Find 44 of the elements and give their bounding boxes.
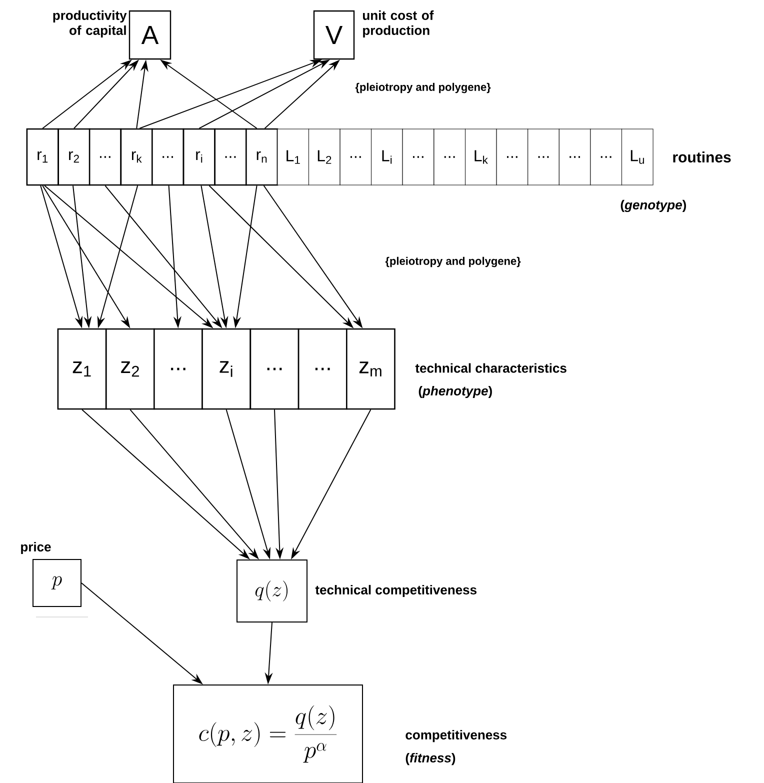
annotation: {pleiotropy and polygene} [355, 82, 491, 94]
routine-cell: ... [214, 128, 247, 186]
annotation: competitiveness [406, 730, 507, 742]
characteristic-cell: ... [298, 328, 348, 410]
annotation: unit cost of production [363, 10, 434, 38]
routine-cell: ... [528, 128, 560, 186]
letter-box: A [128, 10, 172, 60]
variable-box: $q(z)$ [236, 560, 308, 622]
routine-cell: r$_{k}$ [120, 128, 153, 186]
routine-cell: r$_{n}$ [246, 128, 278, 186]
annotation: {pleiotropy and polygene} [385, 256, 521, 268]
annotation: price [21, 542, 51, 554]
characteristic-cell: z$_{1}$ [57, 328, 107, 410]
routine-cell: ... [496, 128, 528, 186]
annotation: (phenotype) [418, 386, 492, 398]
variable-box: $p$ [32, 559, 82, 607]
routine-cell: ... [434, 128, 466, 186]
annotation: (fitness) [406, 752, 456, 766]
routine-cell: L$_{2}$ [308, 128, 340, 186]
characteristic-cell: z$_{i}$ [202, 328, 251, 410]
characteristic-cell: z$_{m}$ [346, 328, 396, 410]
annotation: (genotype) [620, 200, 686, 212]
routine-cell: L$_{u}$ [622, 128, 654, 186]
annotation: technical competitiveness [315, 584, 476, 598]
annotation: technical characteristics [415, 363, 566, 373]
annotation: routines [673, 152, 731, 162]
routine-cell: ... [152, 128, 184, 186]
routine-cell: ... [558, 128, 591, 186]
characteristic-cell: ... [154, 328, 203, 410]
characteristic-cell: ... [250, 328, 300, 410]
routine-cell: ... [88, 128, 122, 186]
routine-cell: r$_{i}$ [182, 128, 216, 186]
formula-box: $c(p,z)=\frac{q(z)}{p^{\alpha}}$ [173, 684, 363, 783]
letter-box: V [313, 10, 355, 60]
routine-cell: L$_{1}$ [277, 128, 309, 186]
characteristic-cell: z$_{2}$ [106, 328, 155, 410]
routine-cell: ... [402, 128, 434, 186]
annotation: productivity of capital [53, 10, 127, 38]
routine-cell: r$_{2}$ [58, 128, 90, 186]
routine-cell: r$_{1}$ [26, 128, 59, 186]
routine-cell: ... [340, 128, 372, 186]
routine-cell: L$_{k}$ [465, 128, 497, 186]
routine-cell: L$_{i}$ [371, 128, 403, 186]
routine-cell: ... [590, 128, 622, 186]
